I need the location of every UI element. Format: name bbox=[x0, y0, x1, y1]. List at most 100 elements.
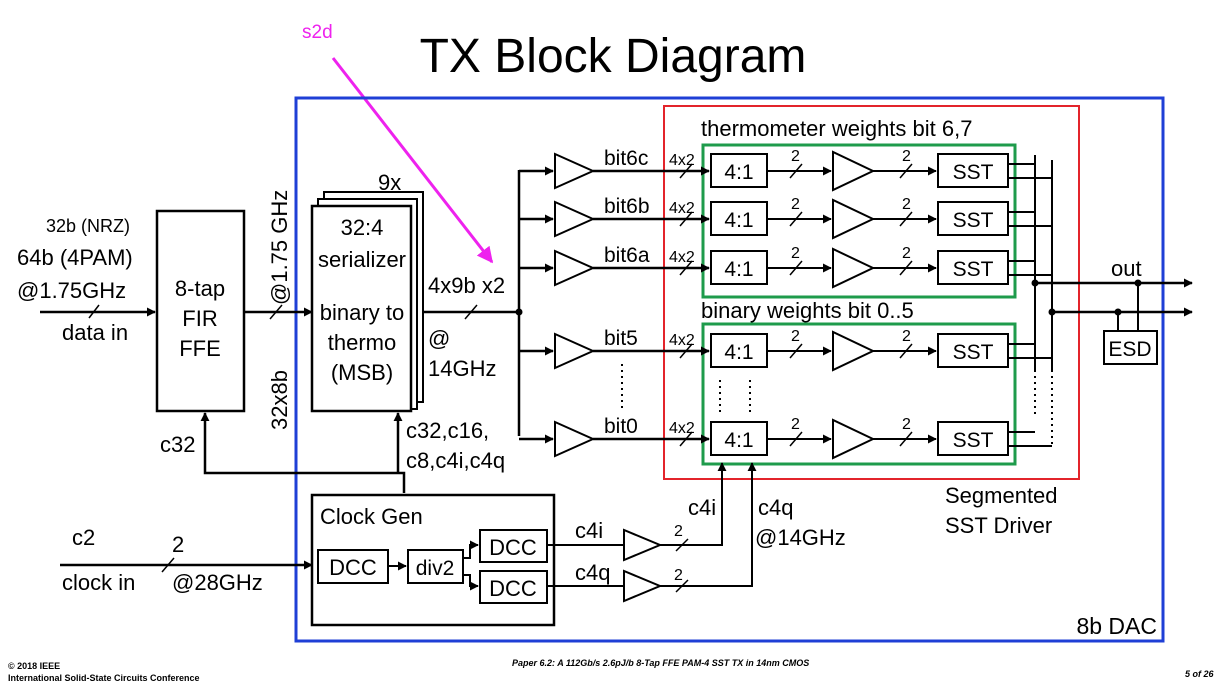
serializer-label-2: serializer bbox=[318, 247, 406, 272]
sst-label-bit6a: SST bbox=[953, 258, 994, 281]
c4q-slash bbox=[675, 579, 689, 593]
bus-slash-bit6c bbox=[679, 163, 693, 179]
sst-label-bit6b: SST bbox=[953, 209, 994, 232]
bus-slash-bit0 bbox=[679, 431, 693, 447]
mux-width-bit6c: 2 bbox=[791, 148, 800, 165]
driver-buffer-bit6b bbox=[554, 200, 596, 238]
pre-slash-bit6a bbox=[899, 260, 913, 276]
footer-paper: Paper 6.2: A 112Gb/s 2.6pJ/b 8-Tap FFE P… bbox=[512, 658, 810, 668]
clock-in-width: 2 bbox=[172, 532, 184, 557]
serializer-label-3: binary to bbox=[320, 300, 404, 325]
s2d-arrow bbox=[331, 57, 494, 264]
clock-bus-label-2: c8,c4i,c4q bbox=[406, 448, 505, 473]
s2d-annotation: s2d bbox=[302, 22, 333, 43]
driver-buffer-bit0 bbox=[554, 420, 596, 458]
bit-label-bit6b: bit6b bbox=[604, 195, 650, 218]
clock-gen-title: Clock Gen bbox=[320, 504, 423, 529]
bus-label-bit5: 4x2 bbox=[669, 332, 695, 349]
c4q-width: 2 bbox=[674, 567, 683, 584]
c4q-top-label-2: @14GHz bbox=[755, 525, 846, 550]
fir-label-3: FFE bbox=[179, 336, 221, 361]
fir-label-2: FIR bbox=[182, 306, 217, 331]
mux-width-bit6b: 2 bbox=[791, 196, 800, 213]
mux-slash-bit6c bbox=[789, 163, 803, 179]
div-to-dcc-q bbox=[463, 574, 479, 591]
footer-page: 5 of 26 bbox=[1185, 669, 1214, 679]
mux-block-bit6b bbox=[710, 201, 768, 236]
data-in-label: data in bbox=[62, 320, 128, 345]
input-rate-label: @1.75GHz bbox=[17, 278, 126, 303]
div2-block bbox=[407, 549, 464, 584]
bit-label-bit6a: bit6a bbox=[604, 244, 650, 267]
esd-node-p bbox=[1134, 279, 1142, 287]
sst-block-bit6b bbox=[937, 201, 1009, 236]
esd-node-n bbox=[1114, 308, 1122, 316]
fir-out-rate: @1.75 GHz bbox=[267, 190, 292, 305]
bus-label-bit0: 4x2 bbox=[669, 420, 695, 437]
c4q-buffer bbox=[623, 569, 663, 603]
dcc-i-block bbox=[479, 529, 548, 563]
predriver-bit0 bbox=[832, 418, 876, 460]
serializer-out-rate: 14GHz bbox=[428, 356, 496, 381]
mux-label-bit5: 4:1 bbox=[724, 341, 753, 364]
div2-label: div2 bbox=[416, 557, 455, 580]
data-in-slash bbox=[88, 304, 100, 319]
serializer-out-slash bbox=[464, 304, 478, 320]
bit-label-bit0: bit0 bbox=[604, 415, 638, 438]
mux-width-bit5: 2 bbox=[791, 328, 800, 345]
clock-in-label: clock in bbox=[62, 570, 135, 595]
bus-slash-bit5 bbox=[679, 343, 693, 359]
bus-slash-bit6a bbox=[679, 260, 693, 276]
driver-label-line1: Segmented bbox=[945, 483, 1058, 508]
mux-label-bit6a: 4:1 bbox=[724, 258, 753, 281]
driver-label-line2: SST Driver bbox=[945, 513, 1052, 538]
bus-label-bit6c: 4x2 bbox=[669, 152, 695, 169]
c32-label: c32 bbox=[160, 432, 195, 457]
c4i-width: 2 bbox=[674, 523, 683, 540]
predriver-bit5 bbox=[832, 330, 876, 372]
binary-group bbox=[701, 322, 1017, 466]
esd-block bbox=[1103, 330, 1158, 365]
thermometer-group-label: thermometer weights bit 6,7 bbox=[701, 116, 972, 141]
c4i-out-label: c4i bbox=[575, 518, 603, 543]
clock-in-slash bbox=[161, 557, 175, 573]
dcc-i-label: DCC bbox=[489, 535, 537, 560]
mux-width-bit6a: 2 bbox=[791, 245, 800, 262]
dcc-input-block bbox=[317, 549, 389, 584]
mux-slash-bit6b bbox=[789, 211, 803, 227]
pre-width-bit6c: 2 bbox=[902, 148, 911, 165]
bus-label-bit6a: 4x2 bbox=[669, 249, 695, 266]
fir-out-slash bbox=[269, 304, 283, 320]
mux-label-bit0: 4:1 bbox=[724, 429, 753, 452]
footer-conference: International Solid-State Circuits Confe… bbox=[8, 673, 200, 683]
bus-label-bit6b: 4x2 bbox=[669, 200, 695, 217]
c4q-out-label: c4q bbox=[575, 560, 610, 585]
mux-label-bit6b: 4:1 bbox=[724, 209, 753, 232]
slide-title: TX Block Diagram bbox=[420, 30, 807, 83]
bit-label-bit5: bit5 bbox=[604, 327, 638, 350]
sst-block-bit6a bbox=[937, 250, 1009, 285]
c4i-to-mux bbox=[660, 462, 727, 546]
clock-bus-label-1: c32,c16, bbox=[406, 418, 489, 443]
out-node-n bbox=[1048, 308, 1056, 316]
pre-slash-bit6b bbox=[899, 211, 913, 227]
mux-slash-bit5 bbox=[789, 343, 803, 359]
serializer-label-5: (MSB) bbox=[331, 360, 393, 385]
clock-in-rate: @28GHz bbox=[172, 570, 263, 595]
c4i-top-label: c4i bbox=[688, 495, 716, 520]
footer-copyright: © 2018 IEEE bbox=[8, 661, 61, 671]
c32-feedback-line bbox=[200, 412, 406, 493]
mux-label-bit6c: 4:1 bbox=[724, 161, 753, 184]
mux-block-bit5 bbox=[710, 333, 768, 368]
pre-slash-bit5 bbox=[899, 343, 913, 359]
c4q-to-mux bbox=[660, 462, 757, 587]
esd-label: ESD bbox=[1108, 338, 1151, 361]
serializer-label-1: 32:4 bbox=[341, 215, 384, 240]
dcc-q-label: DCC bbox=[489, 576, 537, 601]
div-to-dcc-i bbox=[463, 540, 479, 559]
serializer-label-4: thermo bbox=[328, 330, 396, 355]
pre-width-bit5: 2 bbox=[902, 328, 911, 345]
sst-label-bit0: SST bbox=[953, 429, 994, 452]
bus-slash-bit6b bbox=[679, 211, 693, 227]
